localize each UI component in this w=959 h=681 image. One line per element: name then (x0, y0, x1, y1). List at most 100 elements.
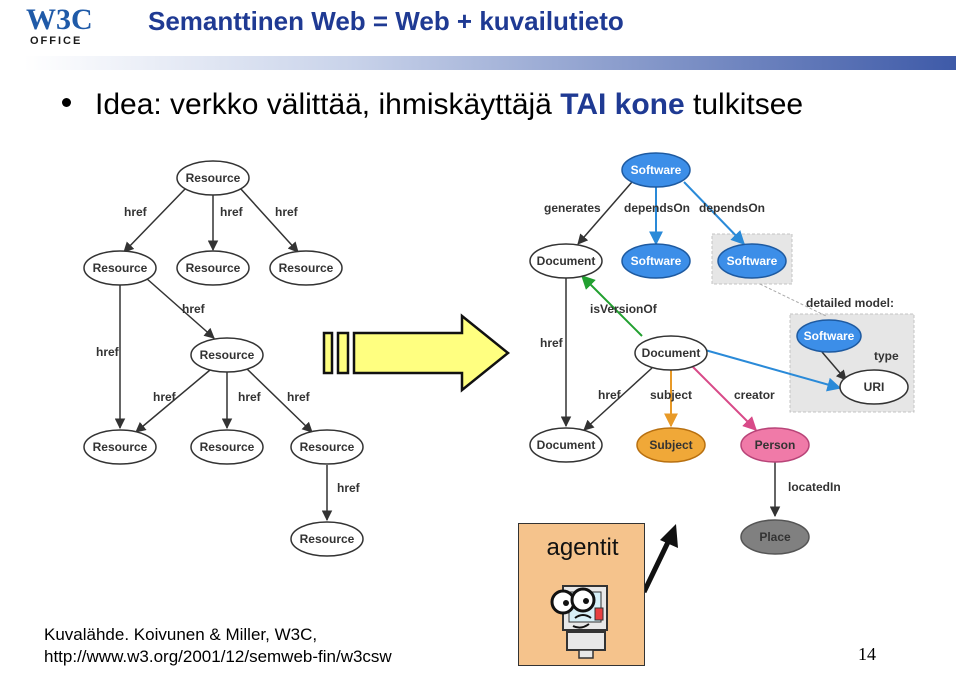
agent-label: agentit (546, 534, 619, 561)
left-edge-label: href (182, 302, 206, 316)
detailed-node-uri (839, 369, 909, 405)
w3c-office-logo: W3C OFFICE (26, 3, 93, 46)
left-edge-line (145, 277, 215, 339)
left-node (290, 429, 364, 465)
left-graph-nodes: Resource Resource Resource Resource Reso… (83, 160, 364, 557)
left-edge-label: href (337, 481, 361, 495)
left-node (83, 429, 157, 465)
bullet-item: Idea: verkko välittää, ihmiskäyttäjä TAI… (62, 88, 803, 122)
left-edge-label: href (287, 390, 311, 404)
right-edge-label: locatedIn (788, 480, 841, 494)
right-node-label: Document (537, 254, 596, 268)
left-edge-label: href (275, 205, 299, 219)
arrow-shape (352, 313, 510, 393)
left-node-label: Resource (300, 532, 355, 546)
source-line-2: http://www.w3.org/2001/12/semweb-fin/w3c… (44, 647, 392, 666)
right-edge-label: dependsOn (699, 201, 765, 215)
right-node-label: Software (631, 254, 682, 268)
right-edge-label: isVersionOf (590, 302, 658, 316)
left-node-label: Resource (200, 348, 255, 362)
logo-bottom-text: OFFICE (30, 35, 82, 46)
detailed-node-label: Software (804, 329, 855, 343)
right-node-document (529, 243, 603, 279)
agent-pointer-head (660, 524, 678, 548)
right-edge-line (583, 367, 653, 431)
right-edge-label: subject (650, 388, 692, 402)
left-node-label: Resource (186, 261, 241, 275)
left-node (190, 337, 264, 373)
right-node-label: Software (631, 163, 682, 177)
detailed-edge-label: type (874, 349, 899, 363)
right-node-document (634, 335, 708, 371)
left-node (190, 429, 264, 465)
left-node-label: Resource (279, 261, 334, 275)
left-edge-label: href (153, 390, 177, 404)
right-node-software (717, 243, 787, 279)
left-edge-line (239, 187, 299, 253)
right-node-document (529, 427, 603, 463)
right-edge-label: href (598, 388, 622, 402)
right-node-software (621, 243, 691, 279)
left-edge-label: href (124, 205, 148, 219)
title-underline-bar (24, 56, 956, 70)
right-node-place (740, 519, 810, 555)
left-edge-line (245, 367, 313, 433)
right-node-label: Person (755, 438, 796, 452)
slide-title: Semanttinen Web = Web + kuvailutieto (148, 6, 624, 36)
right-graph-edges (560, 181, 847, 518)
right-node-label: Document (537, 438, 596, 452)
left-edge-line (123, 187, 187, 253)
left-node-label: Resource (93, 440, 148, 454)
agent-box: agentit (518, 523, 645, 666)
detailed-model-title: detailed model: (806, 296, 894, 310)
right-graph-nodes: Software Document Software Software Docu… (529, 152, 909, 555)
left-graph-edges (114, 187, 333, 522)
right-edge-line (683, 181, 745, 246)
right-edge-line (581, 275, 643, 337)
arrow-bar (322, 331, 334, 375)
left-node (269, 250, 343, 286)
left-edge-label: href (238, 390, 262, 404)
right-edge-line (691, 365, 757, 431)
right-edge-label: generates (544, 201, 601, 215)
bullet-text-post: tulkitsee (684, 88, 804, 121)
right-edge-label: href (540, 336, 564, 350)
right-node-subject (636, 427, 706, 463)
left-node (176, 160, 250, 196)
detailed-node-software (796, 319, 862, 353)
left-edge-label: href (96, 345, 120, 359)
computer-face-icon (550, 585, 608, 659)
right-edge-label: dependsOn (624, 201, 690, 215)
left-node (290, 521, 364, 557)
right-node-label: Document (642, 346, 701, 360)
right-node-label: Software (727, 254, 778, 268)
left-node (83, 250, 157, 286)
left-edge-line (135, 369, 211, 433)
bullet-text-highlight: TAI kone (560, 88, 685, 121)
right-node-label: Place (759, 530, 791, 544)
right-graph-edge-labels: generates dependsOn dependsOn isVersionO… (540, 201, 899, 494)
left-node-label: Resource (200, 440, 255, 454)
detailed-type-line (704, 349, 842, 392)
detailed-edge-line (821, 351, 847, 381)
source-citation: Kuvalähde. Koivunen & Miller, W3C, http:… (44, 624, 392, 668)
source-line-1: Kuvalähde. Koivunen & Miller, W3C, (44, 625, 318, 644)
logo-top-text: W3C (26, 3, 93, 36)
detailed-node-label: URI (864, 380, 885, 394)
left-graph-edge-labels: href href href href href href href href … (96, 205, 361, 495)
left-edge-label: href (220, 205, 244, 219)
page-number: 14 (858, 644, 876, 664)
right-node-software (621, 152, 691, 188)
agent-pointer-line (641, 536, 673, 594)
transform-arrow (322, 313, 510, 393)
left-node (176, 250, 250, 286)
arrow-bar (336, 331, 350, 375)
left-node-label: Resource (186, 171, 241, 185)
bullet-dot (62, 97, 71, 107)
left-node-label: Resource (300, 440, 355, 454)
detailed-model-connector (759, 283, 827, 317)
right-node-label: Subject (649, 438, 692, 452)
right-node-person (740, 427, 810, 463)
left-node-label: Resource (93, 261, 148, 275)
